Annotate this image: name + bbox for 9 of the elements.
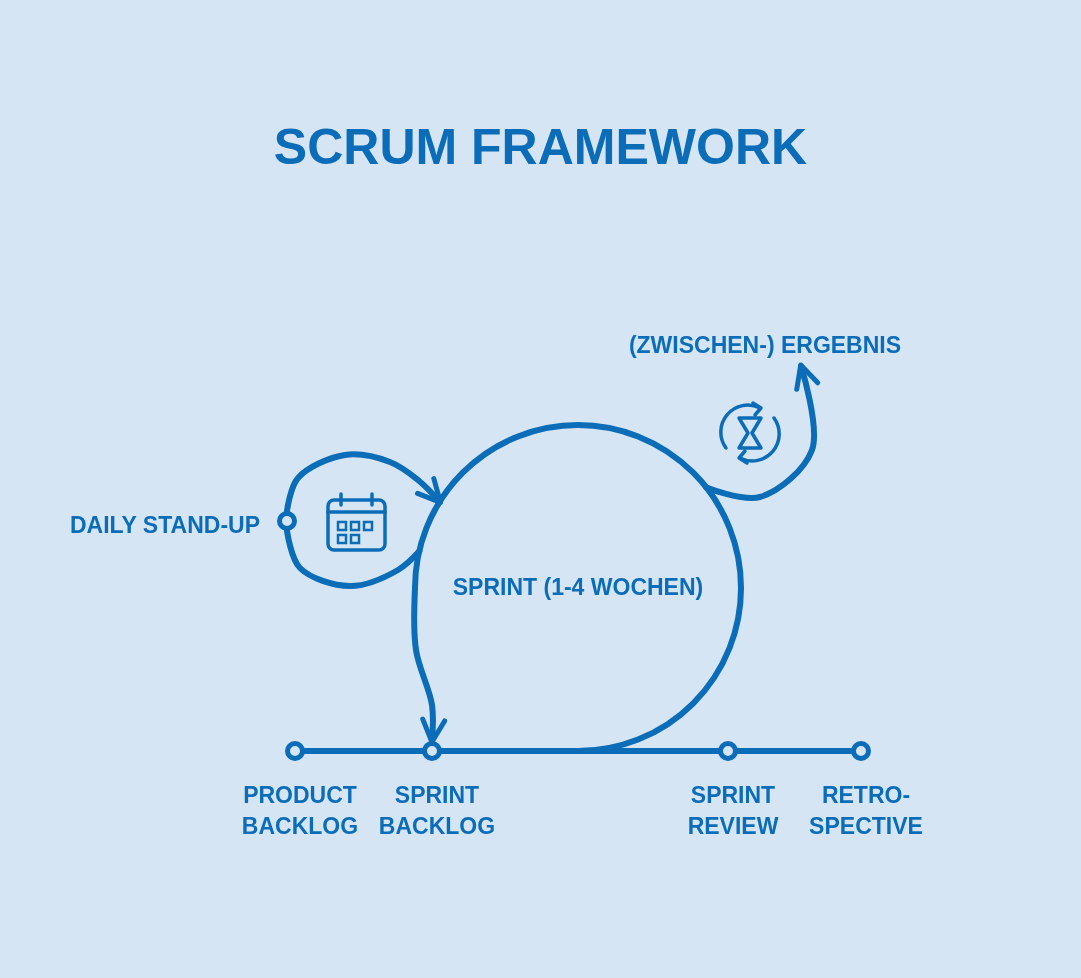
milestone-label: PRODUCT BACKLOG: [240, 781, 360, 841]
milestone-label: DAILY STAND-UP: [70, 511, 260, 540]
sprint-label: SPRINT (1-4 WOCHEN): [451, 573, 705, 602]
milestone-label: RETRO- SPECTIVE: [808, 781, 924, 841]
milestone-label: SPRINT BACKLOG: [377, 781, 497, 841]
arrow: [284, 451, 443, 514]
milestone-label: SPRINT REVIEW: [686, 781, 780, 841]
title: SCRUM FRAMEWORK: [272, 118, 809, 177]
result-label: (ZWISCHEN-) ERGEBNIS: [627, 331, 903, 360]
